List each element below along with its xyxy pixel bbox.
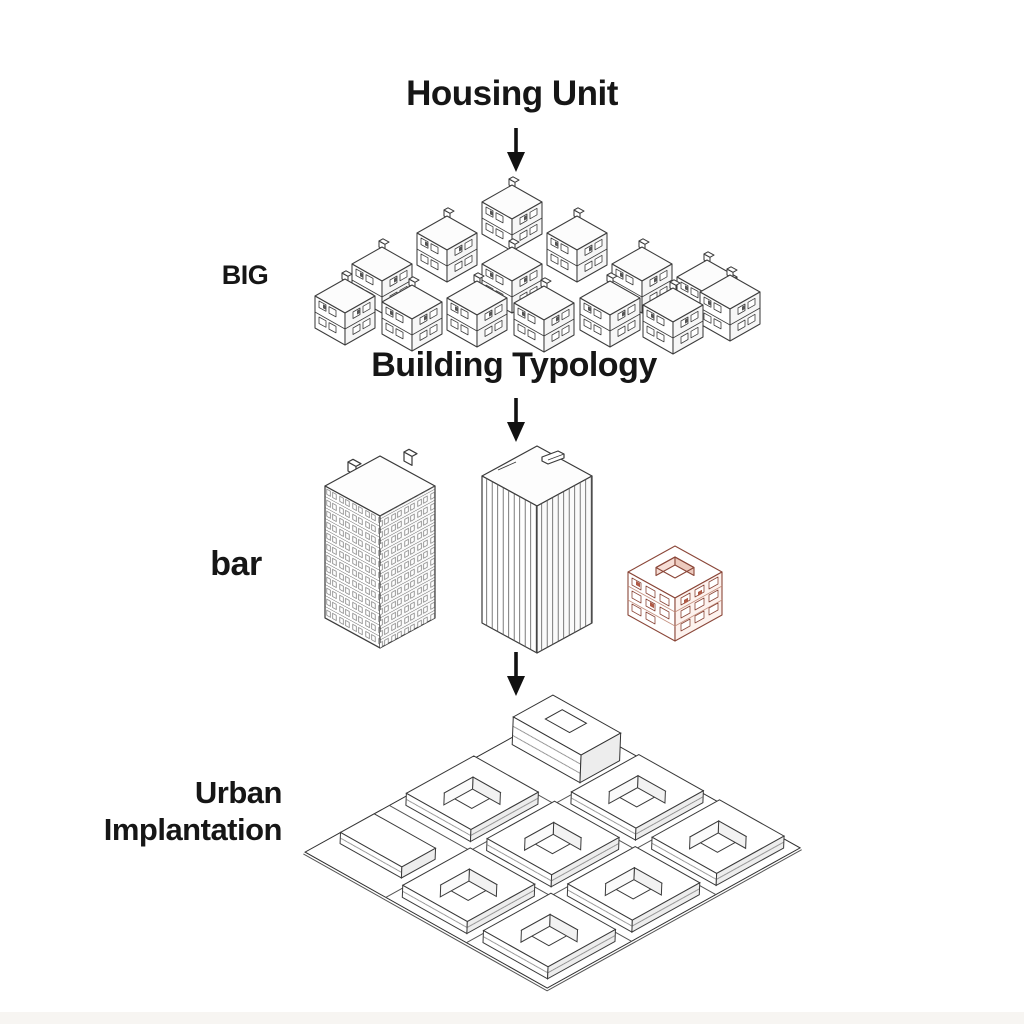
- down-arrow-icon: [507, 128, 525, 172]
- down-arrow-icon: [507, 652, 525, 696]
- housing-cluster-illustration: [314, 176, 761, 355]
- down-arrow-icon: [507, 398, 525, 442]
- building-typology-title: Building Typology: [371, 346, 657, 384]
- urban-implantation-label: Urban Implantation: [103, 775, 283, 847]
- tower-striped-illustration: [481, 445, 593, 654]
- bar-label: bar: [210, 545, 262, 583]
- housing-unit-title: Housing Unit: [406, 74, 618, 113]
- courtyard-building-illustration: [627, 545, 723, 642]
- page-edge-shade: [0, 1012, 1024, 1024]
- tower-slab-illustration: [324, 448, 436, 649]
- urban-plan-illustration: [285, 695, 815, 1024]
- big-label: BIG: [221, 260, 269, 290]
